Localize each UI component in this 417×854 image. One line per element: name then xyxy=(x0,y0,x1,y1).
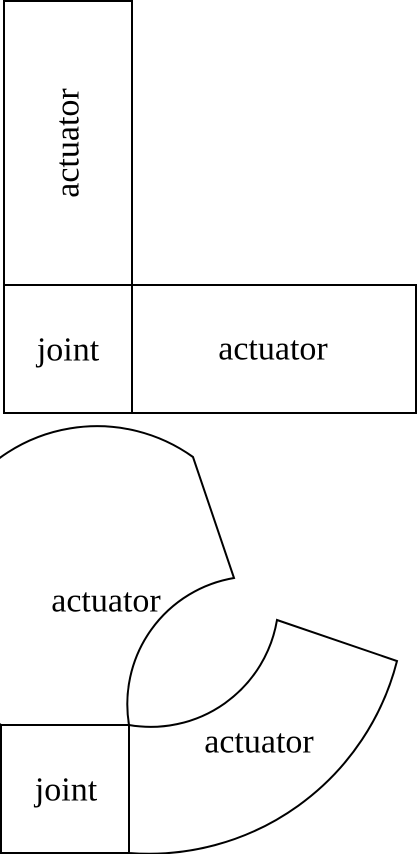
horizontal-actuator-block xyxy=(131,284,417,414)
lower-curved-actuator-label: actuator xyxy=(204,724,314,761)
bottom-joint-label: joint xyxy=(34,772,98,809)
straight-configuration: actuator joint actuator xyxy=(3,0,417,414)
bottom-joint-block xyxy=(0,724,130,854)
top-joint-block xyxy=(3,284,133,414)
upper-curved-actuator-block xyxy=(0,425,236,726)
upper-curved-actuator-label: actuator xyxy=(51,583,161,620)
vertical-actuator-label: actuator xyxy=(50,88,87,198)
lower-curved-actuator-block xyxy=(128,618,399,854)
vertical-actuator-block xyxy=(3,0,133,286)
bent-configuration: actuator actuator joint xyxy=(0,425,399,854)
horizontal-actuator-label: actuator xyxy=(218,331,328,368)
top-joint-label: joint xyxy=(36,332,100,369)
